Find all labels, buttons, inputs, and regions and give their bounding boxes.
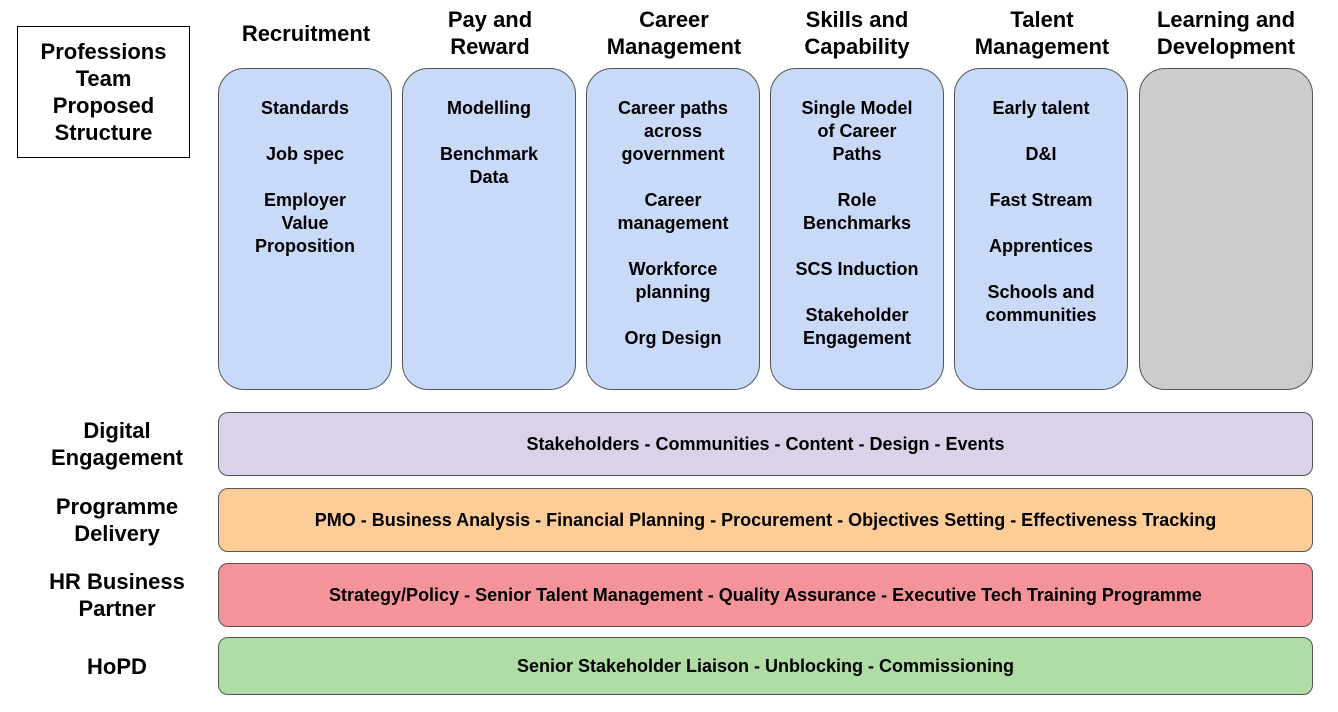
- column-heading-career-management: Career Management: [606, 7, 742, 59]
- column-item: SCS Induction: [795, 259, 919, 279]
- column-heading-learning-and-development: Learning and Development: [1156, 7, 1296, 59]
- column-item: Org Design: [624, 328, 722, 348]
- row-label-hopd: HoPD: [87, 653, 147, 679]
- column-heading-recruitment: Recruitment: [241, 20, 371, 46]
- column-item: D&I: [1025, 144, 1057, 164]
- column-item: Fast Stream: [989, 190, 1093, 210]
- column-box-talent-management: Early talent D&I Fast Stream Apprentices…: [954, 68, 1128, 390]
- column-item: Modelling: [447, 98, 531, 118]
- title-line: Team: [75, 66, 132, 91]
- title-line: Proposed: [52, 93, 155, 118]
- row-band-digital-engagement: Stakeholders - Communities - Content - D…: [218, 412, 1313, 476]
- row-band-hr-business-partner: Strategy/Policy - Senior Talent Manageme…: [218, 563, 1313, 627]
- column-heading-talent-management: Talent Management: [974, 7, 1110, 59]
- column-heading-pay-and-reward: Pay and Reward: [447, 7, 533, 59]
- column-item: Standards: [260, 98, 350, 118]
- title-line: Structure: [54, 120, 153, 145]
- column-heading-skills-and-capability: Skills and Capability: [804, 7, 910, 59]
- row-band-hopd: Senior Stakeholder Liaison - Unblocking …: [218, 637, 1313, 695]
- column-box-learning-and-development: [1139, 68, 1313, 390]
- column-item: Job spec: [265, 144, 345, 164]
- row-band-programme-delivery: PMO - Business Analysis - Financial Plan…: [218, 488, 1313, 552]
- column-item: Apprentices: [988, 236, 1094, 256]
- column-item: Early talent: [992, 98, 1090, 118]
- title-line: Professions: [40, 39, 167, 64]
- diagram-title: Professions Team Proposed Structure: [17, 26, 190, 158]
